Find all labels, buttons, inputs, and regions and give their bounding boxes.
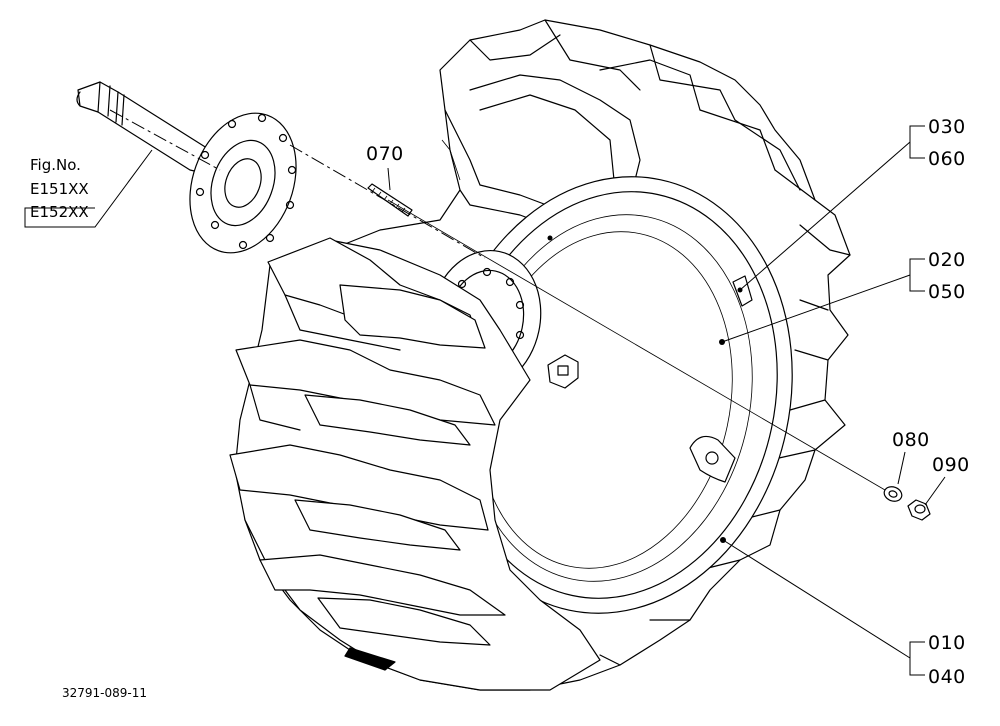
- washer: [883, 486, 903, 502]
- fig-code-2: E152XX: [30, 203, 89, 221]
- fig-no-label: Fig.No.: [30, 156, 81, 174]
- callout-090: 090: [932, 454, 970, 476]
- callout-070: 070: [366, 143, 404, 165]
- callout-060: 060: [928, 148, 966, 170]
- callout-040: 040: [928, 666, 966, 688]
- callout-020: 020: [928, 249, 966, 271]
- tire-front-lugs: [229, 237, 601, 691]
- assembly-lines: [109, 109, 886, 491]
- callout-030: 030: [928, 116, 966, 138]
- callout-080: 080: [892, 429, 930, 451]
- nut: [907, 499, 931, 521]
- figure-reference-block: Fig.No. E151XX E152XX: [30, 156, 89, 221]
- callout-050: 050: [928, 281, 966, 303]
- axle-shaft: [76, 81, 213, 176]
- drawing-reference-number: 32791-089-11: [62, 686, 147, 700]
- callout-010: 010: [928, 632, 966, 654]
- hub-flange: [189, 112, 297, 254]
- fig-code-1: E151XX: [30, 180, 89, 198]
- leader-lines: [24, 125, 946, 676]
